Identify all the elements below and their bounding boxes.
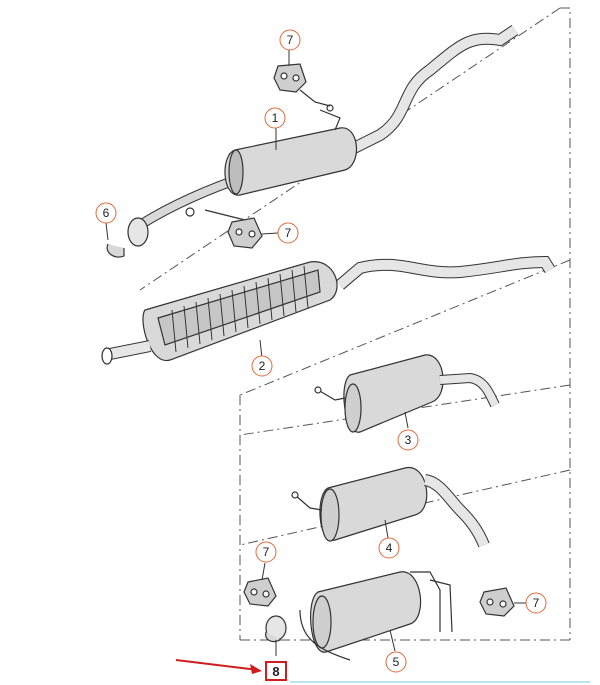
hanger-top bbox=[273, 63, 331, 107]
callout-1: 1 bbox=[264, 107, 286, 129]
rear-silencer-3 bbox=[314, 354, 500, 433]
callout-7-top-label: 7 bbox=[287, 33, 294, 47]
callout-7-left: 7 bbox=[255, 541, 277, 563]
callout-2: 2 bbox=[251, 355, 273, 377]
callout-7-mid: 7 bbox=[277, 222, 299, 244]
callout-1-label: 1 bbox=[272, 111, 279, 125]
callout-4-label: 4 bbox=[386, 541, 393, 555]
callout-6-label: 6 bbox=[103, 206, 110, 220]
callout-5: 5 bbox=[385, 651, 407, 673]
highlight-part-8-label: 8 bbox=[272, 664, 279, 679]
callout-3-label: 3 bbox=[405, 433, 412, 447]
callout-3: 3 bbox=[397, 429, 419, 451]
hanger-bottom-right bbox=[479, 587, 515, 617]
callout-7-mid-label: 7 bbox=[285, 226, 292, 240]
middle-silencer-ribbed bbox=[101, 255, 556, 365]
bottom-rule bbox=[290, 681, 590, 683]
hanger-bottom-left bbox=[243, 577, 277, 607]
callout-group: 7 1 6 7 2 3 4 7 7 5 bbox=[95, 29, 547, 673]
highlight-part-8: 8 bbox=[265, 661, 287, 681]
callout-5-label: 5 bbox=[393, 655, 400, 669]
callout-7-left-label: 7 bbox=[263, 545, 270, 559]
clamp-part-8 bbox=[265, 615, 287, 643]
red-arrow bbox=[175, 659, 262, 674]
callout-2-label: 2 bbox=[259, 359, 266, 373]
callout-7-right: 7 bbox=[525, 592, 547, 614]
callout-4: 4 bbox=[378, 537, 400, 559]
callout-7-right-label: 7 bbox=[533, 596, 540, 610]
rear-silencer-4 bbox=[291, 467, 490, 548]
rear-silencer-5 bbox=[299, 571, 453, 661]
middle-muffler-assembly bbox=[106, 25, 519, 258]
hanger-mid bbox=[227, 217, 263, 249]
callout-7-top: 7 bbox=[279, 29, 301, 51]
leader-lines bbox=[105, 50, 528, 656]
callout-6: 6 bbox=[95, 202, 117, 224]
